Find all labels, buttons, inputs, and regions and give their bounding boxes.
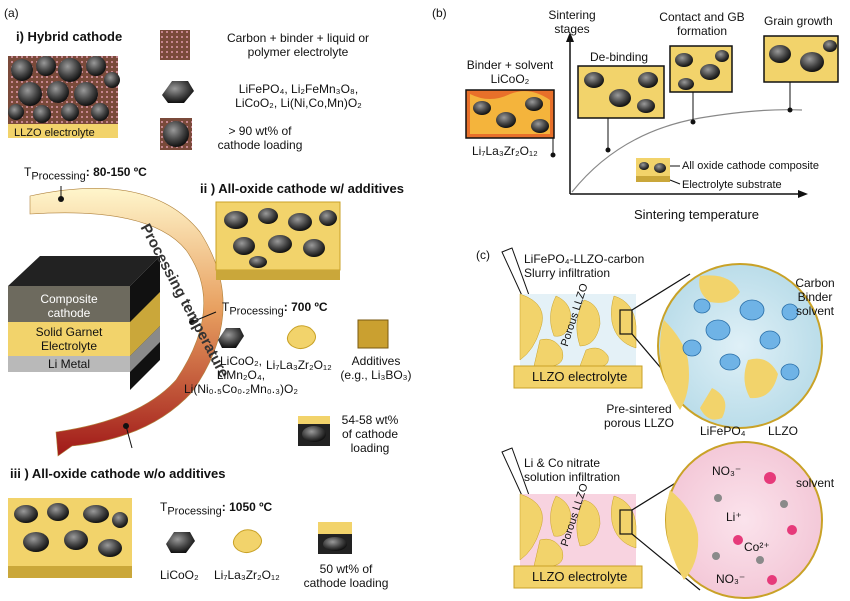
llzo-electrolyte-bottom-label: LLZO electrolyte bbox=[532, 569, 628, 584]
cell-cube bbox=[8, 256, 160, 390]
composite-legend-icon bbox=[636, 158, 681, 185]
panel-c-label: (c) bbox=[476, 248, 490, 262]
substrate-legend-label: Electrolyte substrate bbox=[682, 179, 782, 191]
llzo-electrolyte-bottom-bar bbox=[513, 565, 643, 589]
ii-active-label: LiCoO₂,LiMn₂O₄,Li(Ni₀.₅Co₀.₂Mn₀.₃)O₂ bbox=[184, 354, 298, 396]
stage-2-box bbox=[577, 65, 665, 119]
processing-temperature-arc bbox=[29, 188, 224, 457]
llzo-electrolyte-top-bar bbox=[513, 365, 643, 389]
llzo-icon bbox=[286, 325, 316, 350]
tproc-2-label: TProcessing: 700 ºC bbox=[222, 300, 328, 318]
all-oxide-additives-title: ii ) All-oxide cathode w/ additives bbox=[200, 181, 404, 196]
ii-additives-label: Additives(e.g., Li₃BO₃) bbox=[340, 354, 412, 382]
ii-llzo-label: Li₇La₃Zr₂O₁₂ bbox=[266, 358, 332, 372]
li-ion-label: Li⁺ bbox=[726, 510, 742, 524]
licoo2-icon bbox=[218, 328, 244, 348]
nitrate-zoom-circle bbox=[665, 441, 823, 599]
active-materials-label: LiFePO₄, Li₂FeMn₃O₈,LiCoO₂, Li(Ni,Co,Mn)… bbox=[235, 82, 362, 110]
all-oxide-no-additives-illustration bbox=[8, 498, 132, 578]
porous-llzo-top bbox=[519, 293, 637, 367]
stage-1-bottom-label: Li₇La₃Zr₂O₁₂ bbox=[472, 144, 538, 158]
hybrid-cathode-illustration bbox=[8, 56, 120, 138]
ii-loading-swatch bbox=[298, 416, 330, 446]
cube-metal-label: Li Metal bbox=[47, 357, 91, 371]
additive-swatch bbox=[357, 319, 389, 349]
hybrid-cathode-title: i) Hybrid cathode bbox=[16, 29, 123, 44]
all-oxide-no-additives-title: iii ) All-oxide cathode w/o additives bbox=[10, 466, 226, 481]
stage-3-box bbox=[669, 45, 733, 93]
iii-llzo-icon bbox=[232, 529, 262, 554]
llzo-electrolyte-label: LLZO electrolyte bbox=[14, 127, 95, 139]
carbon-swatch bbox=[160, 30, 190, 60]
lifepo4-label: LiFePO₄ bbox=[700, 424, 746, 438]
iii-licoo2-icon bbox=[166, 532, 195, 553]
panel-b-label: (b) bbox=[432, 6, 447, 20]
llzo-electrolyte-top-label: LLZO electrolyte bbox=[532, 369, 628, 384]
composite-legend-label: All oxide cathode composite bbox=[682, 160, 819, 172]
iii-llzo-label: Li₇La₃Zr₂O₁₂ bbox=[214, 568, 280, 582]
stage-4-box bbox=[763, 35, 839, 83]
loading-swatch bbox=[160, 118, 192, 150]
no3-top-label: NO₃⁻ bbox=[712, 464, 742, 478]
sintering-chart bbox=[550, 32, 808, 198]
x-axis-label: Sintering temperature bbox=[634, 207, 760, 222]
active-particle-icon bbox=[162, 81, 194, 103]
tproc-1-label: TProcessing: 80-150 ºC bbox=[24, 165, 147, 183]
panel-a-label: (a) bbox=[4, 6, 19, 20]
slurry-zoom-circle bbox=[657, 263, 823, 429]
no3-bottom-label: NO₃⁻ bbox=[716, 572, 746, 586]
co-ion-label: Co²⁺ bbox=[744, 540, 770, 554]
tproc-3-label: TProcessing: 1050 ºC bbox=[160, 500, 273, 518]
stage-1-box bbox=[465, 89, 555, 139]
stage-2-label: De-binding bbox=[590, 50, 649, 64]
llzo-label: LLZO bbox=[768, 424, 799, 438]
all-oxide-additives-illustration bbox=[215, 201, 341, 280]
stage-4-label: Grain growth bbox=[764, 14, 833, 28]
solvent-label: solvent bbox=[796, 476, 835, 490]
porous-llzo-bottom bbox=[519, 493, 637, 567]
iii-loading-swatch bbox=[318, 522, 352, 554]
iii-licoo2-label: LiCoO₂ bbox=[160, 568, 199, 582]
